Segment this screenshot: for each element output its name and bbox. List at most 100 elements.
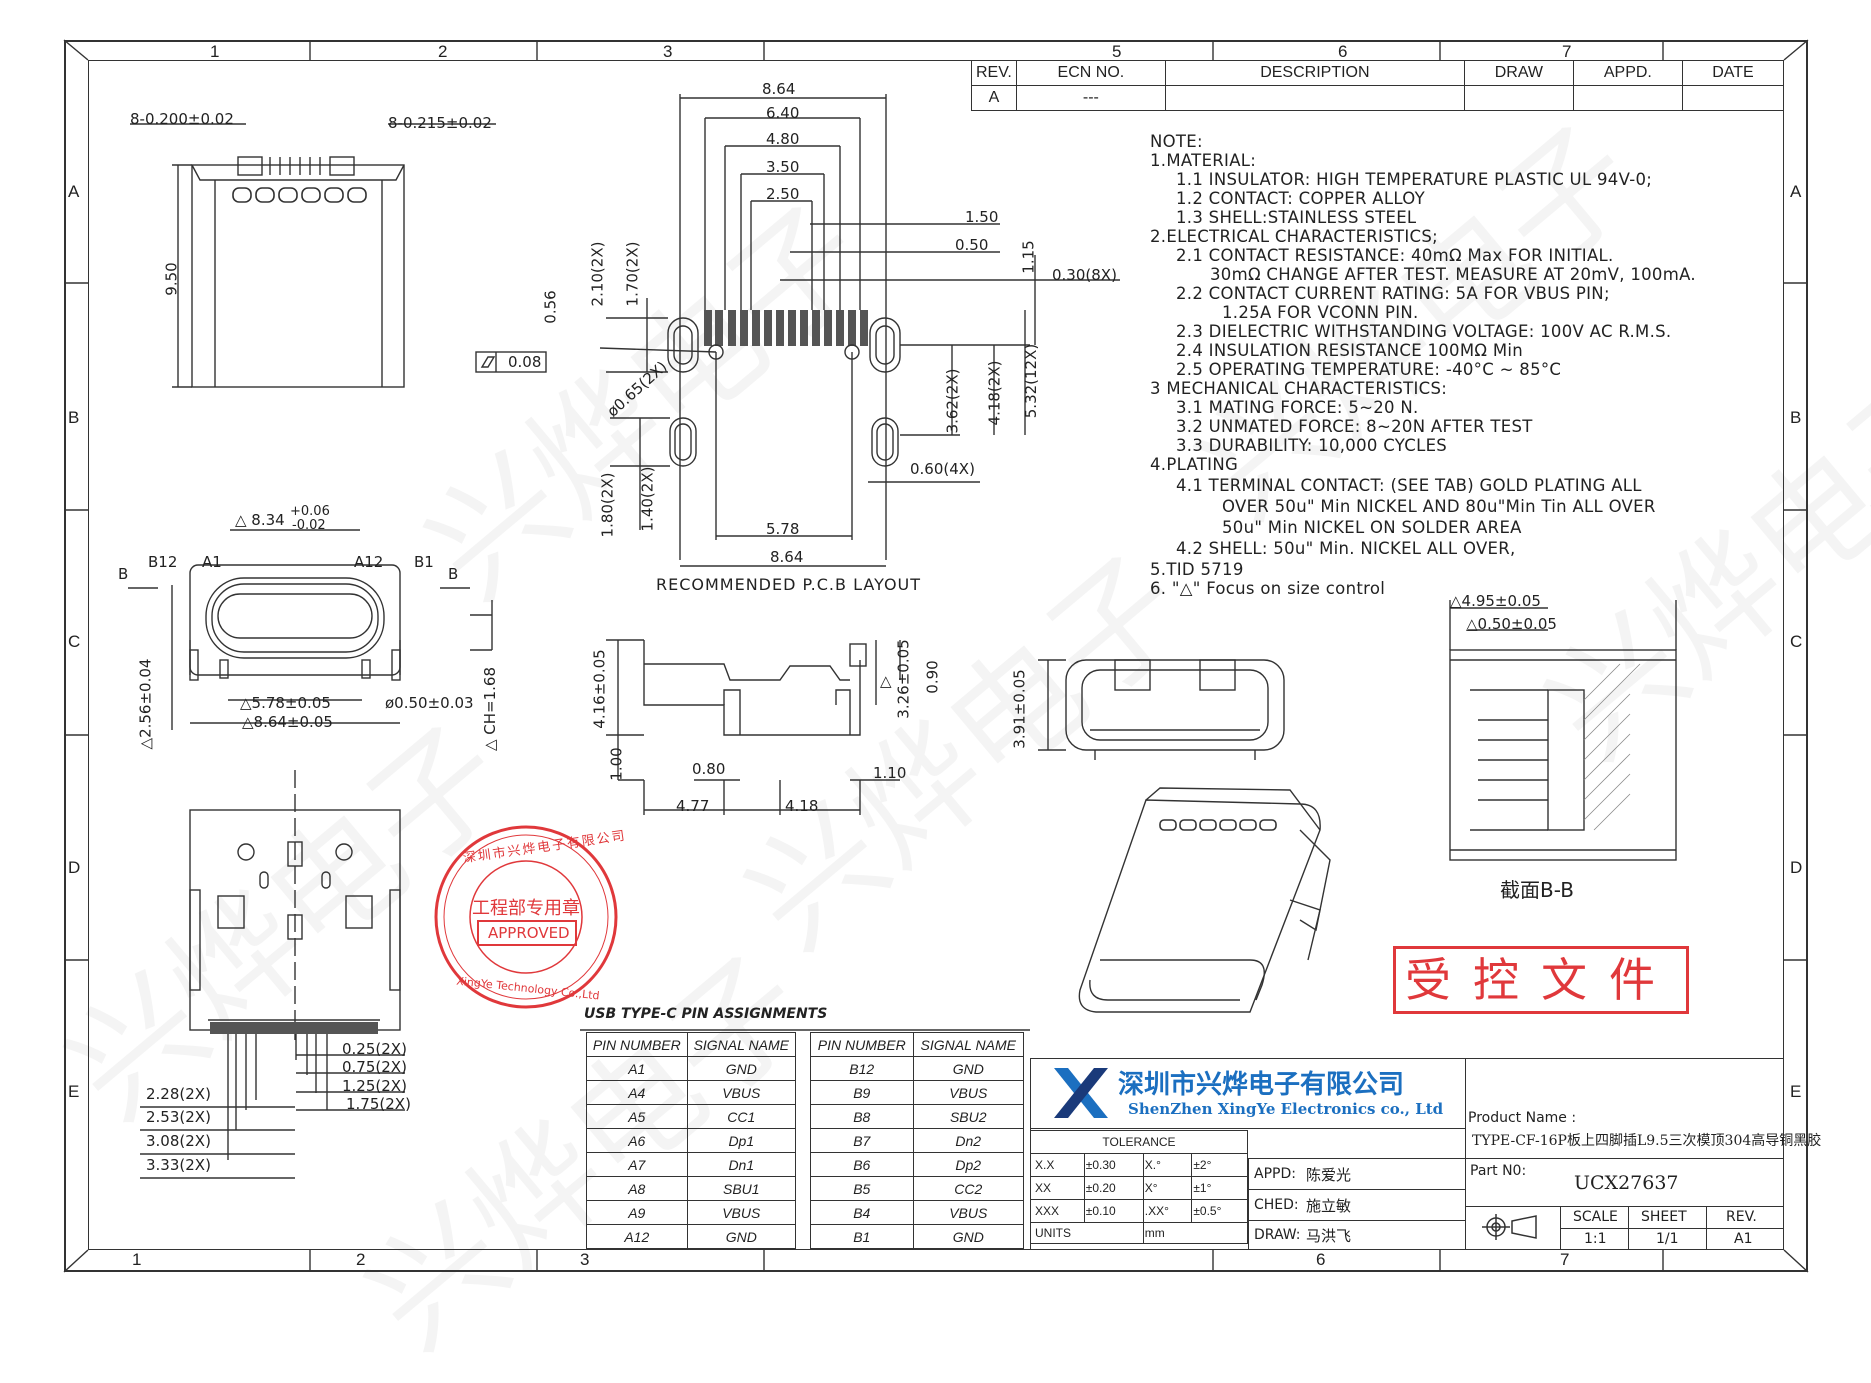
ecn-cell: ---: [1015, 85, 1166, 111]
zone-col-6-bottom: 6: [1316, 1250, 1326, 1269]
zone-row-B: B: [68, 408, 80, 427]
front-label: B12: [148, 553, 178, 571]
front-tol-minus: -0.02: [292, 518, 326, 533]
note-line: 30mΩ CHANGE AFTER TEST. MEASURE AT 20mV,…: [1210, 265, 1696, 284]
appd-cell: [1572, 85, 1683, 111]
pcb-layout-title: RECOMMENDED P.C.B LAYOUT: [656, 575, 922, 594]
pin-cell: A9: [586, 1200, 688, 1225]
pcb-dim: 1.50: [965, 208, 999, 226]
front-dim-vertical: △ CH=1.68: [481, 666, 500, 752]
pin-header: PIN NUMBER: [810, 1032, 914, 1057]
pcb-slot-width: 0.60(4X): [910, 460, 975, 478]
appd-label: APPD:: [1254, 1166, 1296, 1182]
zone-row-C: C: [68, 632, 81, 651]
pcb-dim: 6.40: [766, 104, 800, 122]
note-line: 4.PLATING: [1150, 455, 1239, 474]
tol-cell: ±1°: [1191, 1176, 1248, 1200]
signal-cell: CC2: [912, 1176, 1025, 1201]
pin-spacing-dim: 3.33(2X): [146, 1156, 211, 1174]
pin-cell: B9: [810, 1080, 914, 1105]
pin-cell: A5: [586, 1104, 688, 1129]
rev-label: REV.: [1726, 1209, 1757, 1225]
rev-header: REV.: [971, 60, 1017, 86]
note-line: 50u" Min NICKEL ON SOLDER AREA: [1222, 518, 1522, 537]
zone-row-B-right: B: [1790, 408, 1802, 427]
zone-row-E-right: E: [1790, 1082, 1802, 1101]
dim-right-tol: 8-0.215±0.02: [388, 114, 492, 132]
note-line: OVER 50u" Min NICKEL AND 80u"Min Tin ALL…: [1222, 497, 1656, 516]
pin-cell: B5: [810, 1176, 914, 1201]
pin-cell: A12: [586, 1224, 688, 1249]
pin-table-title: USB TYPE-C PIN ASSIGNMENTS: [584, 1006, 828, 1022]
note-line: 3.1 MATING FORCE: 5~20 N.: [1176, 398, 1419, 417]
pcb-dim-vertical: 2.10(2X): [588, 241, 607, 307]
section-label: 截面B-B: [1500, 878, 1574, 902]
pcb-flatness: 0.08: [508, 353, 542, 371]
side-dim-vertical: 4.16±0.05: [590, 649, 609, 729]
controlled-document-stamp: 受控文件: [1393, 946, 1689, 1014]
front-dim: ø0.50±0.03: [385, 694, 474, 712]
pcb-dim-vertical: 1.80(2X): [598, 472, 617, 538]
stamp-center: 工程部专用章: [472, 898, 580, 919]
side-dim: 4.77: [676, 797, 710, 815]
pin-spacing-dim: 2.28(2X): [146, 1085, 211, 1103]
side-dim: 1.10: [873, 764, 907, 782]
signal-cell: GND: [912, 1224, 1025, 1249]
pcb-dim: 5.78: [766, 520, 800, 538]
date-cell: [1681, 85, 1785, 111]
dim-left-tol: 8-0.200±0.02: [130, 110, 234, 128]
zone-col-7: 7: [1562, 42, 1572, 61]
rev-cell: A: [971, 85, 1017, 111]
signal-cell: Dp1: [686, 1128, 797, 1153]
signal-cell: Dn1: [686, 1152, 797, 1177]
tol-cell: ±0.5°: [1191, 1199, 1248, 1223]
zone-row-A: A: [68, 182, 80, 201]
front-dim-vertical: △2.56±0.04: [136, 658, 155, 750]
units-value: mm: [1142, 1222, 1249, 1244]
pcb-dim: 8.64: [762, 80, 796, 98]
pin-spacing-dim: 1.25(2X): [342, 1077, 407, 1095]
section-dim: △0.50±0.05: [1466, 615, 1557, 633]
title-divider: [1465, 1206, 1784, 1207]
title-divider: [1465, 1058, 1466, 1250]
ecn-header: ECN NO.: [1015, 60, 1166, 86]
drawing-border: [88, 60, 1784, 1250]
pin-cell: B1: [810, 1224, 914, 1249]
pin-cell: A8: [586, 1176, 688, 1201]
part-no: UCX27637: [1574, 1172, 1679, 1194]
sheet-label: SHEET: [1641, 1209, 1687, 1225]
units-label: UNITS: [1030, 1222, 1144, 1244]
draw-cell: [1463, 85, 1574, 111]
draw-header: DRAW: [1463, 60, 1574, 86]
zone-row-D: D: [68, 858, 81, 877]
signal-cell: Dp2: [912, 1152, 1025, 1177]
pin-spacing-dim: 0.75(2X): [342, 1058, 407, 1076]
front-label: B1: [414, 553, 434, 571]
note-line: 1.1 INSULATOR: HIGH TEMPERATURE PLASTIC …: [1176, 170, 1653, 189]
pin-cell: B4: [810, 1200, 914, 1225]
tol-cell: X.°: [1142, 1153, 1193, 1177]
signal-cell: SBU2: [912, 1104, 1025, 1129]
signal-cell: SBU1: [686, 1176, 797, 1201]
note-line: 4.1 TERMINAL CONTACT: (SEE TAB) GOLD PLA…: [1176, 476, 1642, 495]
pcb-dim-vertical: 4.18(2X): [985, 360, 1004, 426]
front-section-mark: B: [448, 565, 459, 583]
section-dim: △4.95±0.05: [1450, 592, 1541, 610]
pcb-dim-vertical: 1.70(2X): [623, 241, 642, 307]
pcb-dim-vertical: 1.40(2X): [638, 466, 657, 532]
zone-col-1-bottom: 1: [132, 1250, 142, 1269]
zone-row-C-right: C: [1790, 632, 1803, 651]
ched-label: CHED:: [1254, 1197, 1299, 1213]
signal-cell: VBUS: [686, 1080, 797, 1105]
signal-cell: GND: [912, 1056, 1025, 1081]
description-header: DESCRIPTION: [1164, 60, 1465, 86]
pin-cell: A6: [586, 1128, 688, 1153]
note-line: 6. "△" Focus on size control: [1150, 579, 1386, 598]
company-name-cn: 深圳市兴烨电子有限公司: [1118, 1070, 1405, 1100]
side-dim: 4.18: [785, 797, 819, 815]
signal-cell: GND: [686, 1224, 797, 1249]
title-divider: [1030, 1128, 1466, 1129]
pcb-dim: 4.80: [766, 130, 800, 148]
title-divider: [1248, 1158, 1466, 1159]
